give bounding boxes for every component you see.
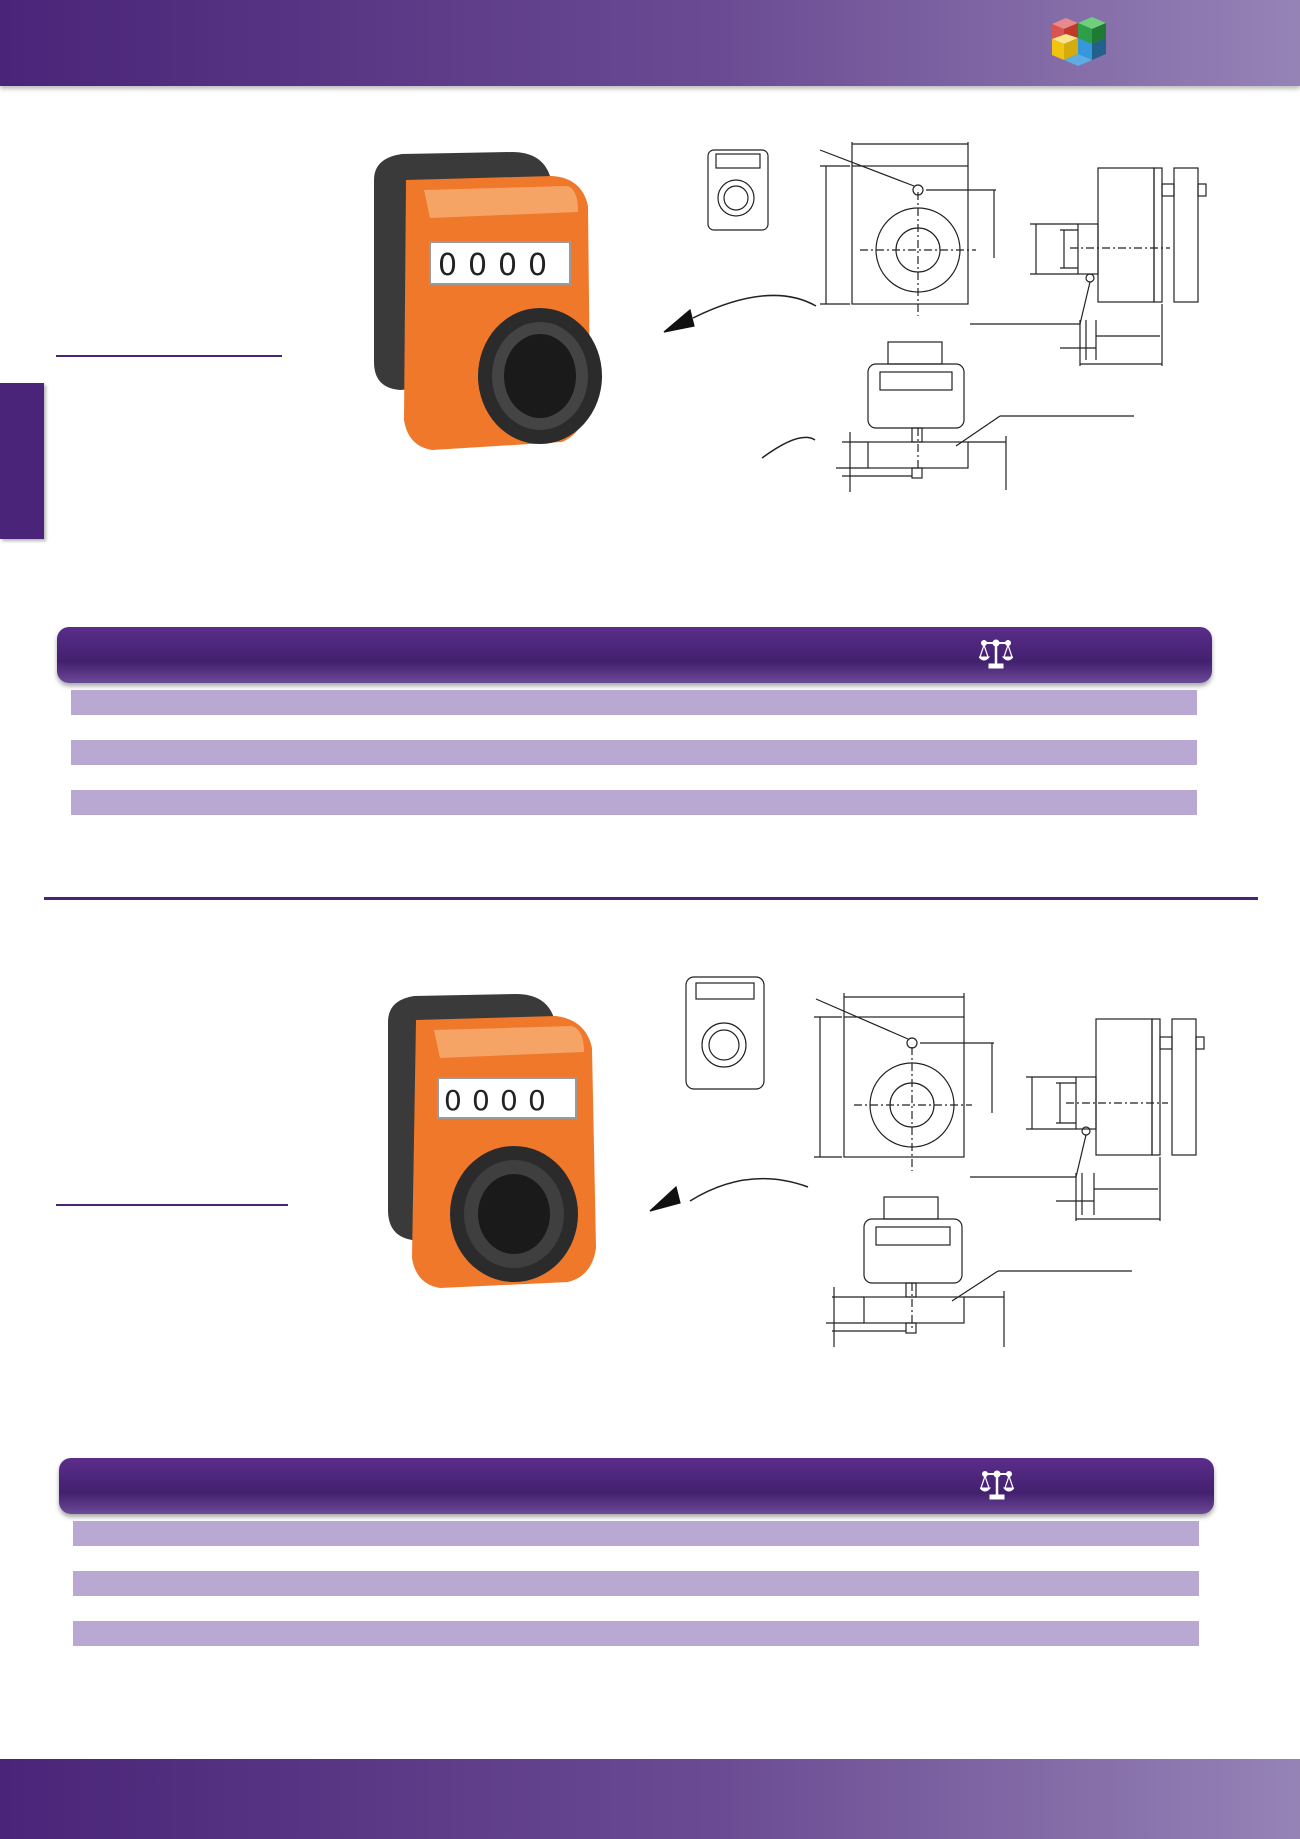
table-row bbox=[73, 1571, 1199, 1596]
svg-text:0: 0 bbox=[468, 248, 487, 283]
table-row bbox=[73, 1521, 1199, 1546]
svg-text:0: 0 bbox=[498, 248, 517, 283]
product-photo-icon: 0 0 0 0 bbox=[388, 994, 596, 1288]
section-divider bbox=[44, 897, 1258, 900]
specification-table-header bbox=[59, 1458, 1214, 1514]
balance-scale-icon bbox=[980, 1470, 1014, 1500]
technical-drawing-icon bbox=[649, 976, 1205, 1347]
product-title-rule bbox=[56, 355, 282, 357]
svg-text:0: 0 bbox=[444, 1084, 462, 1117]
product-photo-icon: 0 0 0 0 bbox=[374, 152, 602, 450]
balance-scale-icon bbox=[979, 639, 1013, 669]
technical-drawing-icon bbox=[663, 142, 1207, 492]
svg-text:0: 0 bbox=[438, 248, 457, 283]
specification-table-header bbox=[57, 627, 1212, 683]
svg-text:0: 0 bbox=[500, 1084, 518, 1117]
table-row bbox=[71, 740, 1197, 765]
svg-text:0: 0 bbox=[528, 248, 547, 283]
section-side-tab bbox=[0, 383, 44, 539]
bottom-banner bbox=[0, 1759, 1300, 1839]
cube-logo-icon bbox=[1052, 17, 1106, 66]
product-title-rule bbox=[56, 1204, 288, 1206]
svg-text:0: 0 bbox=[528, 1084, 546, 1117]
top-banner bbox=[0, 0, 1300, 86]
svg-text:0: 0 bbox=[472, 1084, 490, 1117]
table-row bbox=[73, 1621, 1199, 1646]
table-row bbox=[71, 790, 1197, 815]
table-row bbox=[71, 690, 1197, 715]
